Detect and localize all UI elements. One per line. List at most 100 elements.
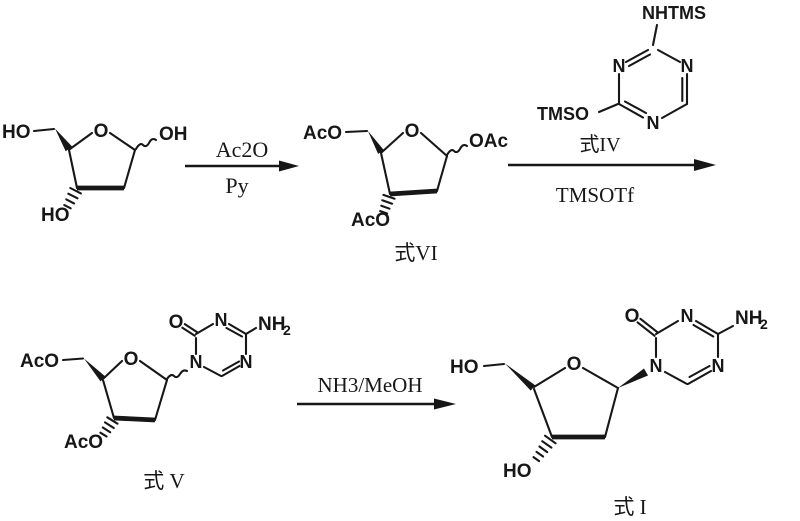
ho-bottom-label: HO	[41, 205, 70, 226]
bond	[660, 102, 689, 120]
wavy-bond	[165, 369, 189, 381]
reagent-above: Ac2O	[216, 137, 269, 162]
bond	[581, 366, 620, 390]
double-bond-inner	[627, 53, 652, 68]
bond	[138, 359, 169, 382]
n-bottom-label: N	[647, 113, 660, 133]
hash-tick	[543, 434, 557, 445]
bond	[153, 378, 169, 422]
n3-label: N	[681, 306, 694, 326]
bond	[379, 151, 392, 196]
ho-left-label: HO	[450, 357, 479, 378]
bond	[244, 326, 258, 336]
arrowhead	[279, 160, 299, 172]
bond	[194, 322, 215, 336]
formula-label: 式 V	[143, 469, 184, 493]
hash-bond	[532, 434, 557, 463]
wedge-bond	[505, 363, 536, 391]
bond	[532, 366, 567, 389]
aco-left-label: AcO	[20, 351, 59, 372]
bold-bond	[113, 415, 156, 423]
hash-bond	[63, 186, 82, 210]
n5-label: N	[240, 352, 253, 372]
nh2-label: NH	[735, 308, 762, 329]
bond	[61, 357, 85, 362]
hash-tick	[101, 426, 112, 434]
hash-tick	[381, 199, 394, 205]
wavy-bond	[445, 143, 469, 157]
oh-right-label: OH	[159, 124, 188, 145]
bond	[419, 131, 449, 158]
compound-coupled: AcO O AcO N N N O NH 2 式 V	[20, 310, 291, 493]
reagent-above: NH3/MeOH	[318, 373, 423, 397]
formula-label: 式 I	[613, 495, 646, 519]
bond	[220, 364, 241, 378]
n1-label: N	[190, 352, 203, 372]
n1-label: N	[650, 356, 663, 376]
hash-tick	[65, 198, 76, 205]
hash-tick	[382, 193, 396, 200]
bond	[344, 129, 369, 134]
compound-silyl-base: NHTMS N N N TMSO	[537, 3, 706, 133]
ring-oxygen-label: O	[94, 121, 109, 142]
bond	[108, 131, 137, 152]
compound-product: HO O HO N N N O NH 2	[450, 306, 768, 519]
bond	[694, 319, 720, 336]
hash-tick	[69, 186, 82, 195]
bond	[122, 148, 137, 190]
aco-bottom-label: AcO	[64, 432, 103, 453]
ring-oxygen-label: O	[567, 354, 582, 375]
double-bond-inner	[692, 323, 715, 338]
arrowhead	[434, 398, 456, 410]
reagent-below: TMSOTf	[556, 183, 634, 207]
wedge-bond	[84, 358, 106, 382]
bond	[435, 154, 449, 193]
nh2-label: NH	[258, 314, 285, 335]
bond	[603, 386, 620, 439]
hash-tick	[106, 416, 119, 425]
oac-right-label: OAc	[469, 131, 509, 152]
bond	[686, 369, 713, 386]
bond	[202, 365, 223, 378]
hash-tick	[535, 450, 545, 458]
carbonyl-oxygen-label: O	[169, 312, 184, 333]
bond	[482, 362, 506, 368]
double-bond-inner	[623, 100, 648, 115]
bond	[32, 127, 56, 133]
n-upper-right-label: N	[681, 56, 694, 76]
arrow-step1: Ac2O Py	[185, 137, 299, 198]
arrow-step3: NH3/MeOH	[297, 373, 456, 410]
bond	[716, 324, 735, 336]
bond	[597, 102, 620, 114]
hash-tick	[380, 204, 391, 210]
arrow-step2: 式IV TMSOTf	[508, 133, 716, 207]
bond	[656, 48, 682, 64]
double-bond-inner	[225, 326, 244, 338]
nh2-subscript: 2	[760, 316, 768, 332]
wedge-bond	[55, 128, 73, 152]
ho-left-label: HO	[2, 122, 31, 143]
hash-tick	[379, 210, 389, 215]
wedge-bond	[368, 131, 384, 154]
reagent-above: 式IV	[579, 133, 621, 156]
carbonyl-bond	[639, 317, 659, 334]
hash-tick	[541, 440, 553, 449]
bond	[532, 387, 554, 439]
wavy-bond	[134, 137, 158, 151]
bond	[101, 378, 116, 420]
bond	[654, 319, 680, 336]
bond	[380, 131, 405, 154]
hash-tick	[67, 192, 79, 200]
formula-label: 式VI	[394, 241, 437, 265]
aco-left-label: AcO	[303, 123, 342, 144]
bond	[617, 102, 645, 119]
compound-deoxyribose: HO O OH HO	[2, 121, 188, 226]
ring-oxygen-label: O	[124, 349, 139, 370]
tmso-label: TMSO	[537, 104, 589, 124]
hash-tick	[538, 445, 549, 454]
nhtms-label: NHTMS	[642, 3, 706, 23]
aco-bottom-label: AcO	[351, 210, 390, 231]
hash-tick	[103, 421, 115, 430]
carbonyl-bond	[183, 323, 199, 334]
